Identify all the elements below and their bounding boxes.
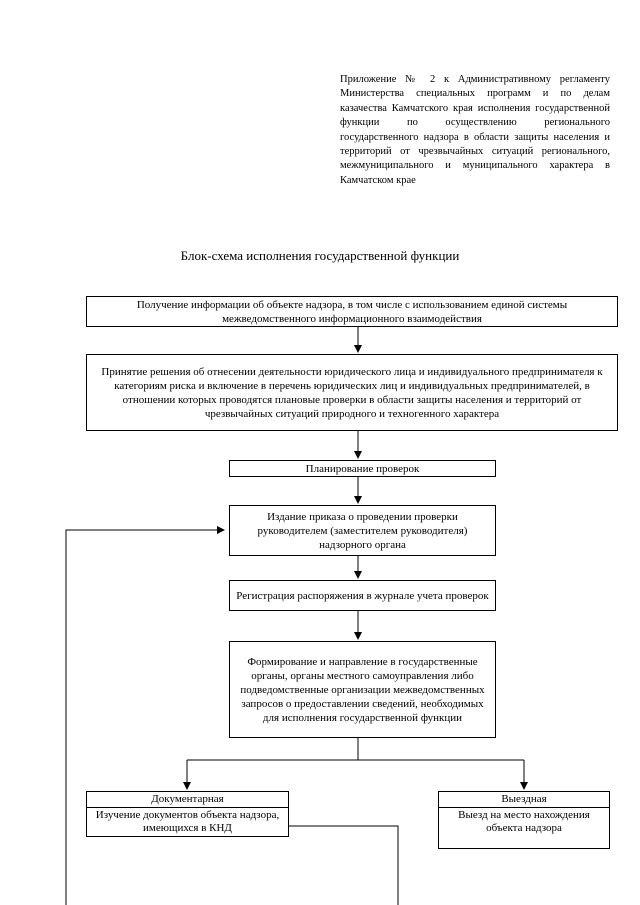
step-requests: Формирование и направление в государстве… [229, 641, 496, 738]
branch-onsite: Выездная Выезд на место нахождения объек… [438, 791, 610, 849]
branch-documentary: Документарная Изучение документов объект… [86, 791, 289, 837]
appendix-note: Приложение № 2 к Административному регла… [340, 74, 610, 186]
documentary-outflow-line [289, 825, 399, 905]
onsite-title: Выездная [439, 792, 609, 808]
feedback-loop-line [65, 526, 225, 905]
step-risk-decision: Принятие решения об отнесении деятельнос… [86, 354, 618, 431]
step-registration: Регистрация распоряжения в журнале учета… [229, 580, 496, 611]
documentary-body: Изучение документов объекта надзора, име… [95, 809, 280, 834]
documentary-title: Документарная [87, 792, 288, 808]
flowchart-title: Блок-схема исполнения государственной фу… [180, 248, 460, 263]
onsite-body: Выезд на место нахождения объекта надзор… [458, 809, 590, 834]
step-order: Издание приказа о проведении проверки ру… [229, 505, 496, 556]
step-planning: Планирование проверок [229, 460, 496, 477]
step-receive-info: Получение информации об объекте надзора,… [86, 296, 618, 327]
